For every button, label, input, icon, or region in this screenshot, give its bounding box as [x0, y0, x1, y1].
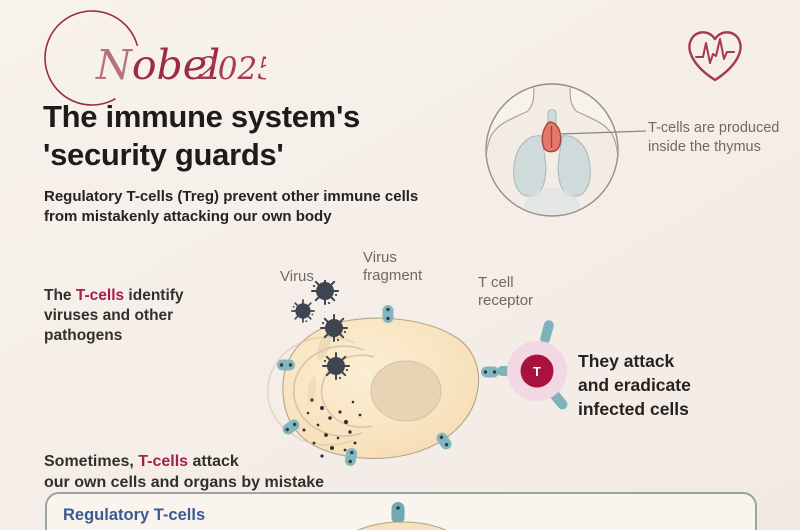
- cell-smudge: [317, 330, 331, 362]
- cell-nucleus: [370, 360, 442, 422]
- nobel-logo-n: N: [95, 41, 134, 89]
- nucleus-arcs: [266, 336, 375, 446]
- receptor-icon: [481, 366, 499, 378]
- nobel-logo-year: 2025: [197, 51, 266, 87]
- ecg-line: [695, 38, 735, 64]
- receptor-icon: [391, 502, 405, 524]
- virus-fragments: [302, 398, 362, 458]
- identify-text: The T-cells identify viruses and other p…: [44, 286, 184, 346]
- thymus-caption-line1: T-cells are produced: [648, 120, 780, 136]
- virus-fragment-label: Virus fragment: [363, 249, 423, 284]
- virus-icon: [320, 314, 348, 343]
- identify-line3: pathogens: [44, 327, 123, 344]
- identify-line2: viruses and other: [44, 307, 174, 324]
- nobel-logo-circle: [44, 10, 139, 106]
- virus-icon: [311, 280, 339, 306]
- attack-line2: and eradicate: [578, 375, 691, 395]
- attack-line1: They attack: [578, 351, 675, 371]
- receptor-icon: [277, 359, 295, 371]
- virus-icon: [291, 299, 315, 323]
- virus-label: Virus: [280, 268, 314, 285]
- page-title: The immune system's 'security guards': [43, 98, 360, 174]
- virus-icon: [322, 352, 350, 381]
- nobel-logo: Nobel 2025: [44, 10, 266, 106]
- regulatory-t-cells-title: Regulatory T-cells: [63, 506, 206, 524]
- mistake-line2: our own cells and organs by mistake: [44, 474, 325, 491]
- subtitle-line1: Regulatory T-cells (Treg) prevent other …: [44, 188, 419, 205]
- identify-line1: The T-cells identify: [44, 287, 184, 304]
- t-cells-accent: T-cells: [138, 453, 189, 470]
- right-lung: [557, 135, 591, 197]
- mistake-text: Sometimes, T-cells attack our own cells …: [44, 451, 324, 493]
- t-cells-accent: T-cells: [75, 287, 125, 304]
- t-cell-receptor-label: T cell receptor: [478, 274, 534, 309]
- page-subtitle: Regulatory T-cells (Treg) prevent other …: [44, 187, 418, 227]
- t-cell-icon: T: [497, 319, 570, 412]
- attack-text: They attack and eradicate infected cells: [578, 349, 691, 421]
- thymus-organ: [541, 121, 562, 153]
- partial-cell-body: [357, 521, 447, 530]
- heartbeat-icon: [688, 31, 742, 82]
- subtitle-line2: from mistakenly attacking our own body: [44, 208, 332, 225]
- cell-smudge: [307, 376, 317, 404]
- receptor-icon: [382, 305, 394, 323]
- thymus-pointer-line: [559, 130, 647, 135]
- thymus-illustration: [485, 83, 647, 217]
- partial-cell-illustration: [357, 502, 447, 530]
- thymus-caption-line2: inside the thymus: [648, 139, 761, 155]
- left-lung: [513, 135, 547, 197]
- nobel-logo-text: Nobel: [95, 41, 220, 89]
- title-line1: The immune system's: [43, 99, 360, 134]
- title-line2: 'security guards': [43, 137, 284, 172]
- t-cell-core: [520, 354, 554, 388]
- heart-outline: [688, 31, 742, 82]
- cell-diagram: T: [266, 280, 570, 467]
- mistake-line1: Sometimes, T-cells attack: [44, 453, 239, 470]
- t-cell-marker: T: [533, 364, 541, 379]
- body-group: [487, 85, 617, 215]
- thymus-caption: T-cells are produced inside the thymus: [648, 119, 779, 157]
- t-cell-arm: [539, 319, 555, 345]
- attack-line3: infected cells: [578, 399, 689, 419]
- abdomen: [524, 188, 580, 215]
